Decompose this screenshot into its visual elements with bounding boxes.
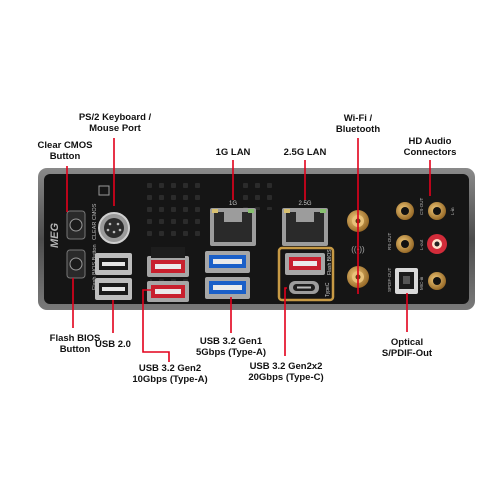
optical-spdif-port[interactable] xyxy=(395,268,418,294)
callout-hd-audio: HD Audio Connectors xyxy=(390,136,470,158)
panel-marking-text: SPDIF-OUT xyxy=(387,267,392,292)
panel-marking-text: 2.5G xyxy=(298,201,311,207)
callout-line: 20Gbps (Type-C) xyxy=(248,372,324,383)
callout-line: Optical xyxy=(390,337,424,348)
callout-usb32-gen2x2: USB 3.2 Gen2x2 20Gbps (Type-C) xyxy=(236,361,336,383)
callout-line: Connectors xyxy=(403,147,457,158)
callout-flash-bios: Flash BIOS Button xyxy=(30,333,120,355)
callout-clear-cmos: Clear CMOS Button xyxy=(20,140,110,162)
callout-line: USB 3.2 Gen1 xyxy=(199,336,263,347)
usb20-port-stack[interactable] xyxy=(95,253,132,300)
ps2-port[interactable] xyxy=(98,185,130,244)
callout-usb32-gen2: USB 3.2 Gen2 10Gbps (Type-A) xyxy=(122,363,218,385)
callout-line: Flash BIOS xyxy=(49,333,101,344)
callout-ps2-port: PS/2 Keyboard / Mouse Port xyxy=(60,112,170,134)
panel-marking-text: MIC-in xyxy=(419,276,424,290)
callout-line: Button xyxy=(59,344,91,355)
callout-line: USB 2.0 xyxy=(95,339,131,350)
callout-line: Mouse Port xyxy=(89,123,141,134)
hd-audio-jacks[interactable] xyxy=(396,202,447,290)
flash-bios-usb-port[interactable]: Flash BIOS xyxy=(277,246,335,302)
callout-line: Button xyxy=(49,151,81,162)
panel-marking-text: TypeC xyxy=(325,282,331,297)
flash-bios-button[interactable] xyxy=(66,249,86,279)
callout-line: 5Gbps (Type-A) xyxy=(195,347,267,358)
usb-typec-port[interactable]: TypeC xyxy=(289,281,331,297)
callout-usb32-gen1: USB 3.2 Gen1 5Gbps (Type-A) xyxy=(186,336,276,358)
clear-cmos-button[interactable] xyxy=(66,210,86,240)
panel-marking-text: MEG xyxy=(49,223,61,249)
callout-lan-25g: 2.5G LAN xyxy=(275,147,335,158)
usb32-gen1-port-stack[interactable] xyxy=(205,251,250,299)
lan-25g-port[interactable]: 2.5G xyxy=(282,201,328,246)
callout-line: S/PDIF-Out xyxy=(381,348,433,359)
callout-line: Bluetooth xyxy=(335,124,381,135)
lan-1g-port[interactable]: 1G xyxy=(210,201,256,246)
panel-marking-text: 1G xyxy=(229,201,237,207)
meg-brand-logo: MEG xyxy=(49,223,61,249)
callout-line: HD Audio xyxy=(408,136,452,147)
callout-line: Clear CMOS xyxy=(37,140,93,151)
panel-marking-text: Flash BIOS xyxy=(327,249,333,275)
callout-line: USB 3.2 Gen2 xyxy=(138,363,202,374)
callout-wifi: Wi-Fi / Bluetooth xyxy=(318,113,398,135)
callout-lan-1g: 1G LAN xyxy=(203,147,263,158)
callout-line: 1G LAN xyxy=(215,147,251,158)
panel-marking-text: L-in xyxy=(450,207,455,215)
callout-line: 2.5G LAN xyxy=(283,147,327,158)
callout-line: Wi-Fi / xyxy=(343,113,373,124)
callout-usb20: USB 2.0 xyxy=(83,339,143,350)
panel-marking-text: CLEAR CMOS xyxy=(92,203,98,240)
usb32-gen2-port-stack[interactable] xyxy=(147,247,189,302)
panel-marking-text: L-out xyxy=(419,239,424,250)
callout-line: PS/2 Keyboard / xyxy=(78,112,152,123)
callout-line: 10Gbps (Type-A) xyxy=(132,374,208,385)
panel-marking-text: CS-OUT xyxy=(419,198,424,215)
callout-line: USB 3.2 Gen2x2 xyxy=(249,361,323,372)
callout-optical: Optical S/PDIF-Out xyxy=(367,337,447,359)
panel-marking-text: RS-OUT xyxy=(387,233,392,250)
callout-leader-lines xyxy=(66,138,431,362)
